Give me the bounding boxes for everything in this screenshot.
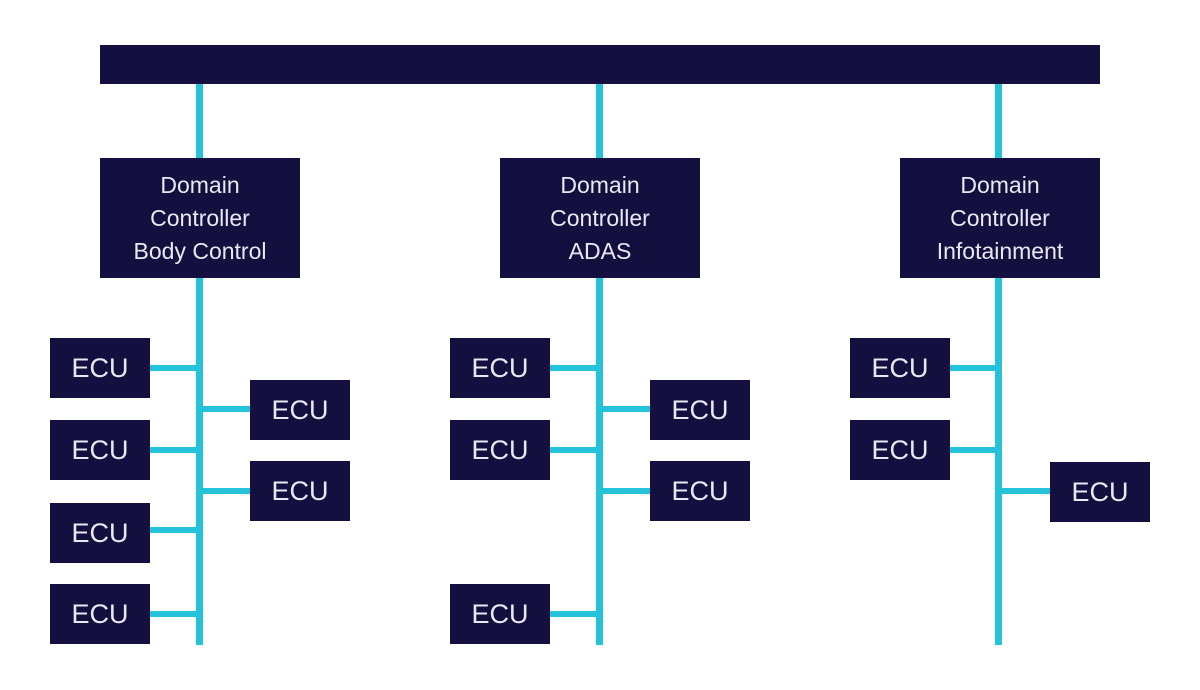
ecu-box: ECU bbox=[850, 420, 950, 480]
domain-controller-box-adas: Domain Controller ADAS bbox=[500, 158, 700, 278]
ecu-box: ECU bbox=[450, 420, 550, 480]
connector-line bbox=[600, 406, 652, 412]
connector-line bbox=[600, 488, 652, 494]
connector-line bbox=[148, 611, 200, 617]
connector-line bbox=[148, 447, 200, 453]
domain-controller-box-body-control: Domain Controller Body Control bbox=[100, 158, 300, 278]
ecu-label: ECU bbox=[471, 598, 529, 629]
connector-line bbox=[200, 406, 252, 412]
ecu-label: ECU bbox=[471, 352, 529, 383]
ecu-label: ECU bbox=[71, 434, 129, 465]
domain-controller-label: Domain Controller ADAS bbox=[550, 171, 650, 264]
ecu-label: ECU bbox=[271, 394, 329, 425]
connector-line bbox=[148, 365, 200, 371]
domain-controller-label: Domain Controller Body Control bbox=[133, 171, 267, 264]
ecu-box: ECU bbox=[450, 584, 550, 644]
ecu-label: ECU bbox=[871, 352, 929, 383]
ecu-box: ECU bbox=[250, 461, 350, 521]
ecu-box: ECU bbox=[850, 338, 950, 398]
ecu-label: ECU bbox=[471, 434, 529, 465]
ecu-label: ECU bbox=[671, 475, 729, 506]
backbone-bus-bar bbox=[100, 45, 1100, 84]
connector-line bbox=[148, 527, 200, 533]
ecu-label: ECU bbox=[71, 598, 129, 629]
ecu-box: ECU bbox=[50, 584, 150, 644]
ecu-label: ECU bbox=[871, 434, 929, 465]
connector-line bbox=[200, 488, 252, 494]
connector-line bbox=[548, 447, 600, 453]
domain-controller-box-infotainment: Domain Controller Infotainment bbox=[900, 158, 1100, 278]
ecu-label: ECU bbox=[271, 475, 329, 506]
ecu-box: ECU bbox=[650, 461, 750, 521]
ecu-box: ECU bbox=[50, 338, 150, 398]
connector-line bbox=[548, 365, 600, 371]
connector-line bbox=[1000, 488, 1052, 494]
ecu-label: ECU bbox=[1071, 476, 1129, 507]
ecu-box: ECU bbox=[650, 380, 750, 440]
ecu-label: ECU bbox=[671, 394, 729, 425]
ecu-box: ECU bbox=[50, 420, 150, 480]
connector-line bbox=[548, 611, 600, 617]
ecu-box: ECU bbox=[1050, 462, 1150, 522]
connector-line bbox=[948, 365, 998, 371]
ecu-box: ECU bbox=[50, 503, 150, 563]
ecu-box: ECU bbox=[250, 380, 350, 440]
ecu-label: ECU bbox=[71, 517, 129, 548]
bus-line-body-control bbox=[196, 84, 203, 645]
domain-controller-label: Domain Controller Infotainment bbox=[936, 171, 1064, 264]
ecu-box: ECU bbox=[450, 338, 550, 398]
bus-line-infotainment bbox=[995, 84, 1002, 645]
connector-line bbox=[948, 447, 998, 453]
ecu-label: ECU bbox=[71, 352, 129, 383]
bus-line-adas bbox=[596, 84, 603, 645]
